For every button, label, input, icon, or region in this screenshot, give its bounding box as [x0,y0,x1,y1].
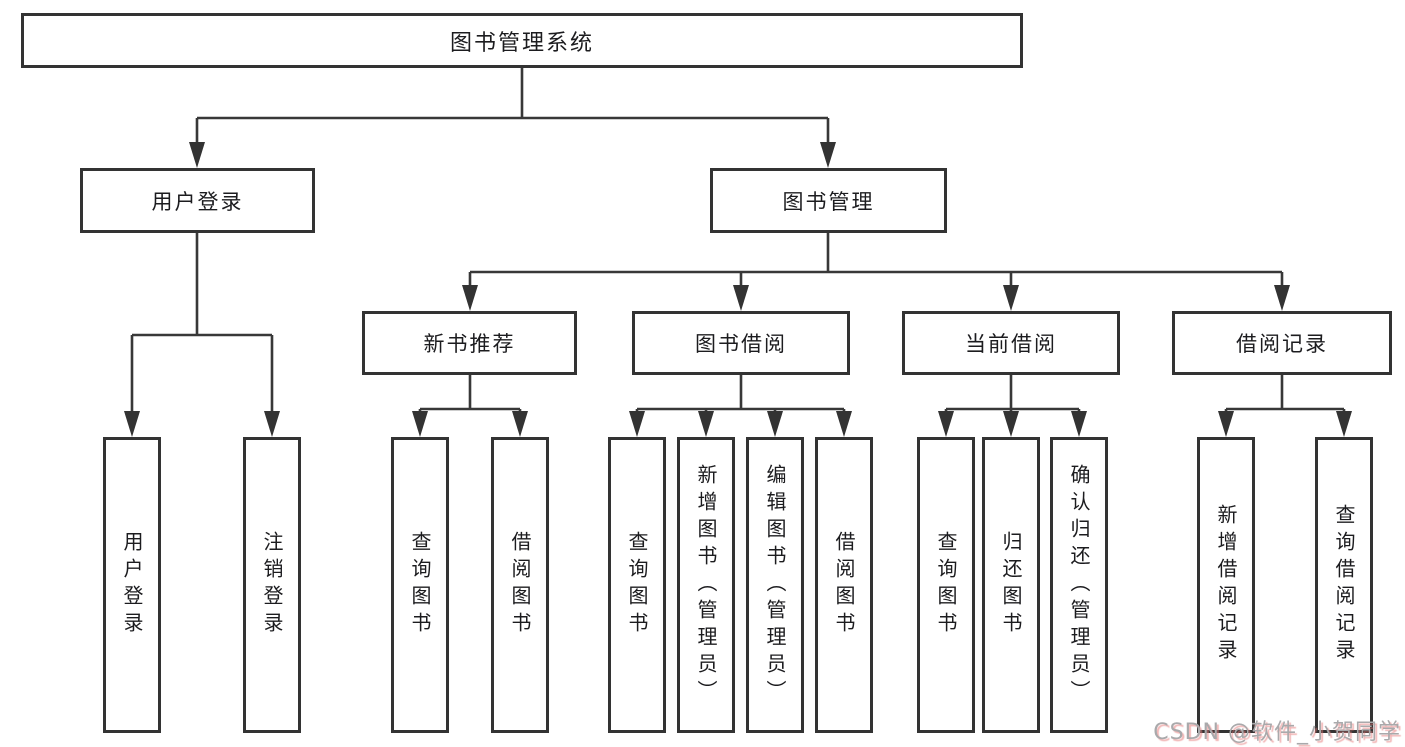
leaf-logout-login: 注销登录 [243,437,301,733]
arrow-down-icon [264,411,280,437]
arrow-down-icon [767,411,783,437]
leaf-confirm-return-admin: 确认归还（管理员） [1050,437,1108,733]
arrow-down-icon [1003,285,1019,311]
arrow-down-icon [512,411,528,437]
connector-book-mgmt-to-level3 [462,233,1290,311]
node-borrowing-records: 借阅记录 [1172,311,1392,375]
arrow-down-icon [836,411,852,437]
connector-borrow-records-to-leaves [1218,375,1352,437]
leaf-query-books-recommend: 查询图书 [391,437,449,733]
csdn-watermark: CSDN @软件_小贺同学 [1153,720,1401,745]
arrow-down-icon [698,411,714,437]
arrow-down-icon [1071,411,1087,437]
node-new-book-recommendation: 新书推荐 [362,311,577,375]
leaf-query-books-current: 查询图书 [917,437,975,733]
leaf-return-books: 归还图书 [982,437,1040,733]
leaf-query-borrow-record: 查询借阅记录 [1315,437,1373,733]
connector-current-borrow-to-leaves [938,375,1087,437]
arrow-down-icon [189,142,205,168]
arrow-down-icon [412,411,428,437]
leaf-add-books-admin: 新增图书（管理员） [677,437,735,733]
node-library-management-system: 图书管理系统 [21,13,1023,68]
connector-user-login-to-leaves [124,233,280,437]
arrow-down-icon [1274,285,1290,311]
arrow-down-icon [462,285,478,311]
arrow-down-icon [1336,411,1352,437]
connector-root-to-level2 [189,68,836,168]
node-user-login: 用户登录 [80,168,315,233]
connector-book-borrow-to-leaves [629,375,852,437]
leaf-query-books-borrowing: 查询图书 [608,437,666,733]
node-current-borrowing: 当前借阅 [902,311,1120,375]
arrow-down-icon [733,285,749,311]
arrow-down-icon [820,142,836,168]
leaf-borrow-books-recommend: 借阅图书 [491,437,549,733]
leaf-add-borrow-record: 新增借阅记录 [1197,437,1255,733]
node-book-borrowing: 图书借阅 [632,311,850,375]
connector-new-book-rec-to-leaves [412,375,528,437]
arrow-down-icon [1218,411,1234,437]
arrow-down-icon [1003,411,1019,437]
leaf-user-login: 用户登录 [103,437,161,733]
node-book-management: 图书管理 [710,168,947,233]
leaf-edit-books-admin: 编辑图书（管理员） [746,437,804,733]
leaf-borrow-books-borrowing: 借阅图书 [815,437,873,733]
arrow-down-icon [629,411,645,437]
arrow-down-icon [124,411,140,437]
arrow-down-icon [938,411,954,437]
